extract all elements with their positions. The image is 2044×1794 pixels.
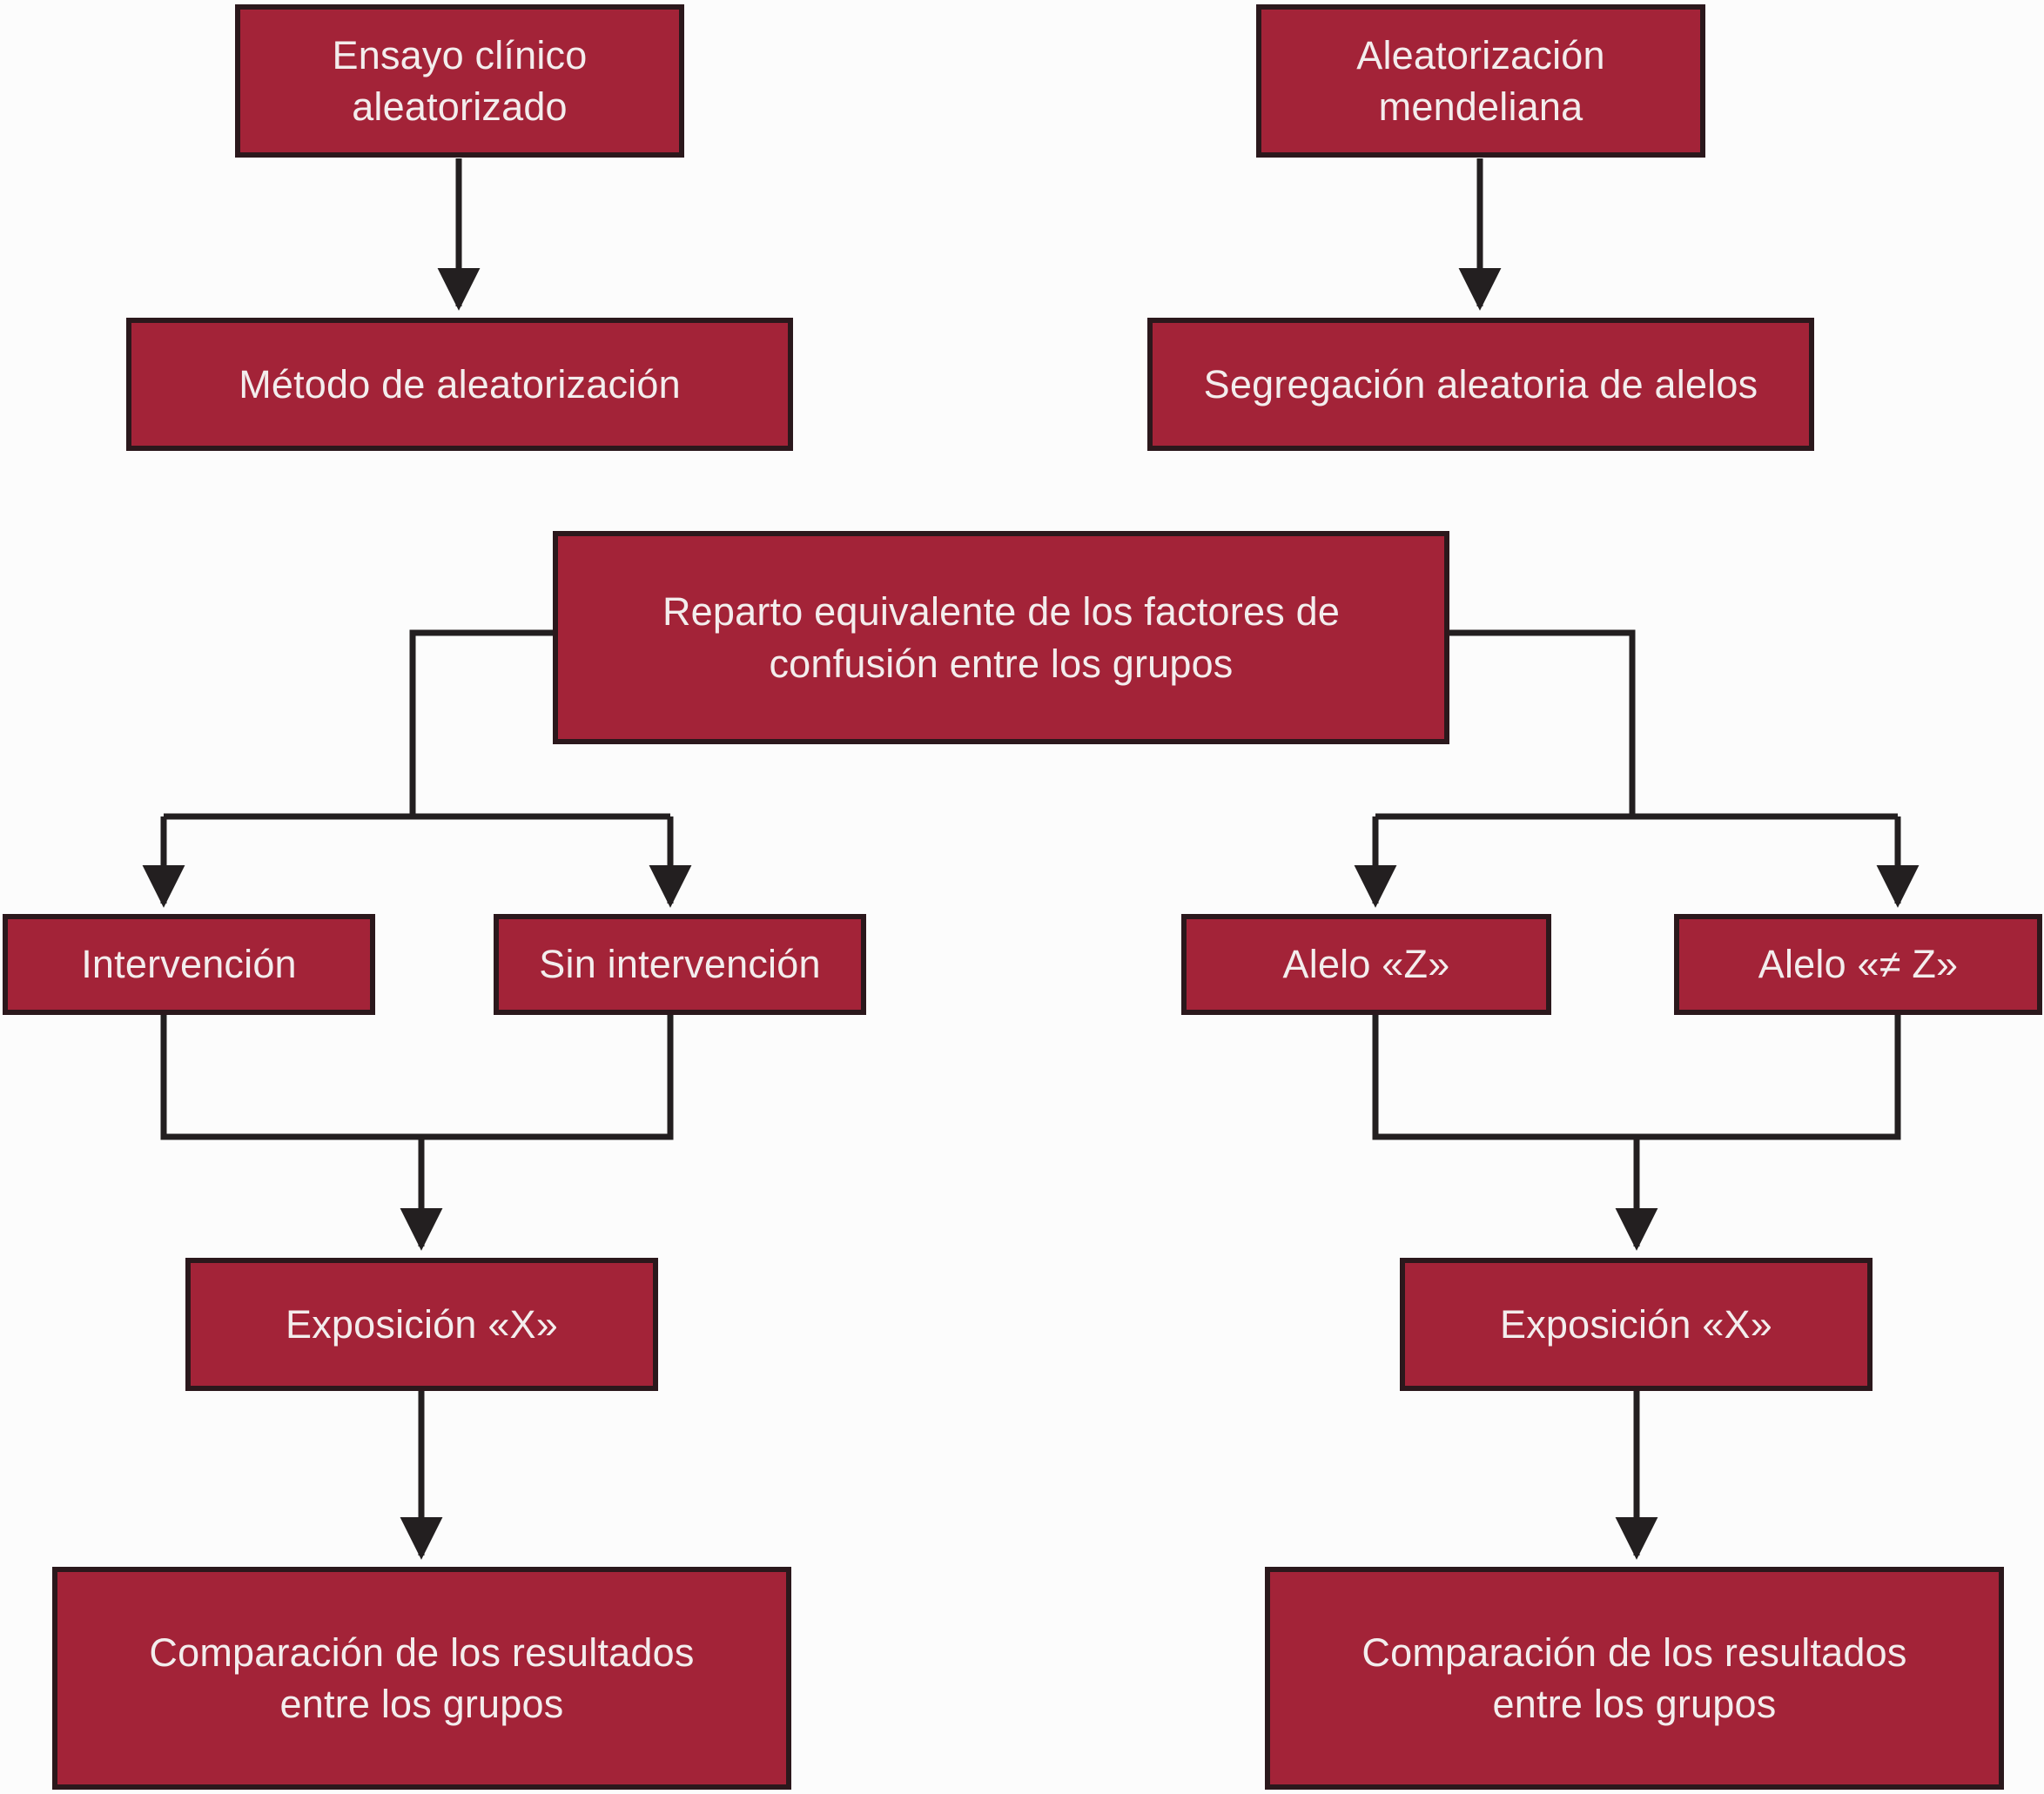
node-label: Alelo «≠ Z» [1758, 942, 1959, 987]
node-comparacion-resultados-derecha: Comparación de los resultados entre los … [1265, 1567, 2004, 1790]
edge-left-merge [160, 1013, 674, 1140]
node-aleatorizacion-mendeliana: Aleatorización mendeliana [1256, 4, 1705, 158]
node-label: Comparación de los resultados entre los … [149, 1629, 695, 1726]
node-alelo-z: Alelo «Z» [1181, 914, 1551, 1015]
edge-reparto-right-trunk [1446, 629, 1636, 816]
edge-reparto-left-trunk [409, 629, 556, 816]
node-reparto-equivalente-factores-confusion: Reparto equivalente de los factores de c… [553, 531, 1449, 744]
node-intervencion: Intervención [3, 914, 375, 1015]
node-label: Sin intervención [539, 942, 821, 987]
node-sin-intervencion: Sin intervención [494, 914, 866, 1015]
node-label: Segregación aleatoria de alelos [1203, 361, 1758, 407]
node-label: Comparación de los resultados entre los … [1362, 1629, 1907, 1726]
node-metodo-de-aleatorizacion: Método de aleatorización [126, 318, 793, 451]
edge-right-merge [1372, 1013, 1901, 1140]
node-exposicion-x-izquierda: Exposición «X» [185, 1258, 658, 1391]
node-ensayo-clinico-aleatorizado: Ensayo clínico aleatorizado [235, 4, 684, 158]
node-label: Ensayo clínico aleatorizado [332, 32, 588, 129]
node-label: Método de aleatorización [239, 361, 681, 407]
node-exposicion-x-derecha: Exposición «X» [1400, 1258, 1873, 1391]
node-comparacion-resultados-izquierda: Comparación de los resultados entre los … [52, 1567, 791, 1790]
node-label: Aleatorización mendeliana [1356, 32, 1605, 129]
node-label: Intervención [81, 942, 297, 987]
node-label: Alelo «Z» [1282, 942, 1450, 987]
node-segregacion-aleatoria-de-alelos: Segregación aleatoria de alelos [1147, 318, 1814, 451]
node-label: Exposición «X» [286, 1301, 558, 1347]
node-label: Reparto equivalente de los factores de c… [662, 589, 1341, 686]
node-alelo-distinto-z: Alelo «≠ Z» [1674, 914, 2042, 1015]
node-label: Exposición «X» [1500, 1301, 1772, 1347]
